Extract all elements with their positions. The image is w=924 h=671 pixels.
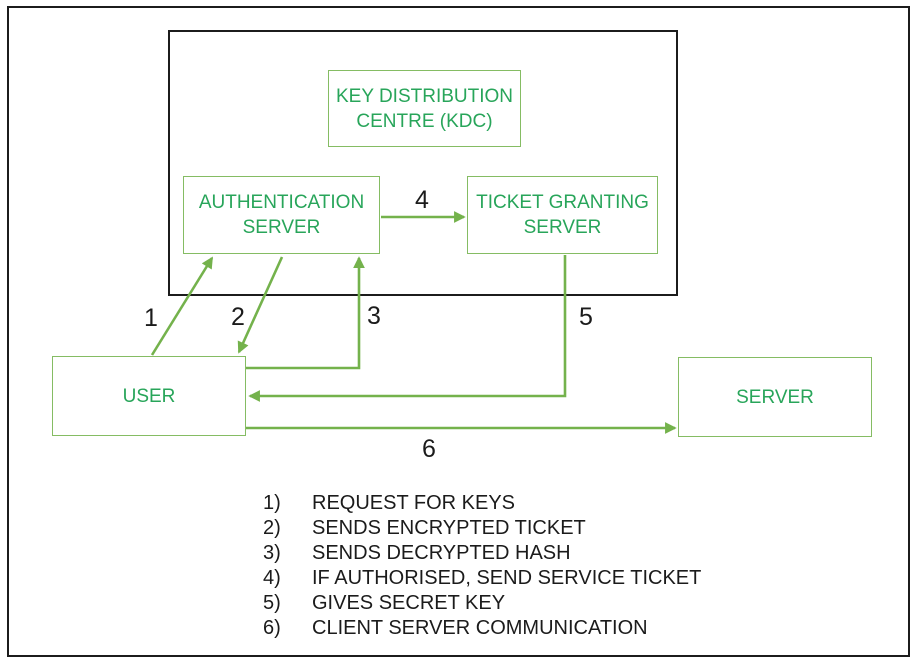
legend-item-number: 3): [263, 542, 281, 564]
legend-item-number: 5): [263, 592, 281, 614]
legend-item-number: 2): [263, 517, 281, 539]
ticket-granting-server-box: TICKET GRANTING SERVER: [467, 176, 658, 254]
step-label-4: 4: [415, 186, 429, 214]
legend-item-text: SENDS ENCRYPTED TICKET: [312, 517, 586, 539]
kdc-title-label: KEY DISTRIBUTION CENTRE (KDC): [335, 85, 513, 132]
legend-item-number: 1): [263, 492, 281, 514]
ticket-granting-server-label: TICKET GRANTING SERVER: [476, 192, 649, 238]
legend-item-number: 4): [263, 567, 281, 589]
step-label-3: 3: [367, 302, 381, 330]
legend-item-text: GIVES SECRET KEY: [312, 592, 506, 614]
legend: 1) REQUEST FOR KEYS 2) SENDS ENCRYPTED T…: [263, 491, 701, 641]
legend-item-6: 6) CLIENT SERVER COMMUNICATION: [263, 616, 701, 641]
legend-item-4: 4) IF AUTHORISED, SEND SERVICE TICKET: [263, 566, 701, 591]
legend-item-5: 5) GIVES SECRET KEY: [263, 591, 701, 616]
step-label-6: 6: [422, 435, 436, 463]
legend-item-1: 1) REQUEST FOR KEYS: [263, 491, 701, 516]
step-label-2: 2: [231, 303, 245, 331]
server-box: SERVER: [678, 357, 872, 437]
user-label: USER: [122, 385, 176, 407]
legend-item-text: SENDS DECRYPTED HASH: [312, 542, 571, 564]
step-label-5: 5: [579, 303, 593, 331]
legend-item-2: 2) SENDS ENCRYPTED TICKET: [263, 516, 701, 541]
server-label: SERVER: [736, 386, 814, 408]
legend-item-number: 6): [263, 617, 281, 639]
kdc-title-box: KEY DISTRIBUTION CENTRE (KDC): [328, 70, 521, 147]
legend-item-text: IF AUTHORISED, SEND SERVICE TICKET: [312, 567, 702, 589]
user-box: USER: [52, 356, 246, 436]
legend-item-3: 3) SENDS DECRYPTED HASH: [263, 541, 701, 566]
step-label-1: 1: [144, 304, 158, 332]
authentication-server-label: AUTHENTICATION SERVER: [198, 192, 365, 238]
legend-item-text: CLIENT SERVER COMMUNICATION: [312, 617, 648, 639]
legend-item-text: REQUEST FOR KEYS: [312, 492, 516, 514]
outer-border: [7, 6, 910, 657]
authentication-server-box: AUTHENTICATION SERVER: [183, 176, 380, 254]
